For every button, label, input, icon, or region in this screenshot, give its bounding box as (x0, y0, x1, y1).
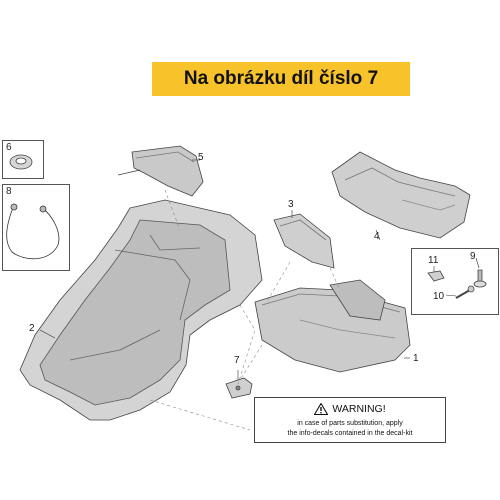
part-2-body-frame (19, 199, 263, 421)
part-10-screw (455, 285, 475, 299)
part-4-seat (331, 151, 471, 239)
banner-text: Na obrázku díl číslo 7 (183, 68, 379, 89)
callout-8: 8 (6, 186, 12, 197)
part-6-grommet (9, 154, 33, 170)
callout-6: 6 (6, 142, 12, 153)
part-11-clip (427, 270, 445, 282)
callout-3: 3 (288, 199, 294, 210)
callout-1: 1 (413, 353, 419, 364)
callout-5: 5 (198, 152, 204, 163)
warning-line-1: in case of parts substitution, apply (297, 420, 403, 427)
warning-header: WARNING! (255, 403, 445, 415)
callout-10: 10 (433, 291, 445, 302)
leader-lines (39, 159, 480, 380)
warning-title: WARNING! (332, 403, 386, 415)
part-8-cable (6, 203, 60, 260)
part-7-bracket (225, 377, 253, 399)
part-1-storage-bin (254, 279, 411, 373)
callout-7: 7 (234, 355, 240, 366)
inset-frame-8 (2, 184, 70, 271)
callout-2: 2 (29, 323, 35, 334)
part-number-banner: Na obrázku díl číslo 7 (152, 62, 410, 96)
callout-9: 9 (470, 251, 476, 262)
part-9-screw (473, 269, 487, 288)
warning-line-2: the info-decals contained in the decal-k… (287, 430, 413, 437)
part-5-cover (117, 145, 204, 197)
part-3-panel (273, 213, 335, 269)
assembly-guide-lines (149, 189, 341, 431)
warning-triangle-icon (314, 403, 329, 415)
warning-box: WARNING! in case of parts substitution, … (254, 397, 446, 443)
callout-11: 11 (428, 255, 439, 266)
callout-4: 4 (374, 231, 380, 242)
